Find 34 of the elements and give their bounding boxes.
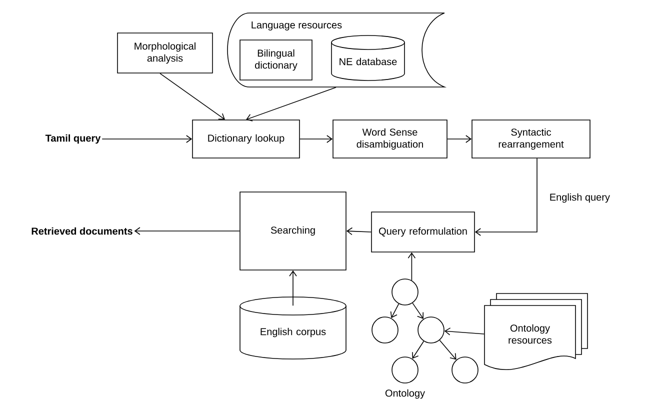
tree-circle <box>392 356 418 384</box>
output-text: Retrieved documents <box>32 227 132 235</box>
tree-circle <box>392 278 418 306</box>
caption-label: Ontology <box>385 389 425 399</box>
arrow <box>346 227 372 236</box>
arrow <box>160 73 225 120</box>
arrow <box>447 135 472 143</box>
input-text: Tamil query <box>45 134 101 144</box>
tree-circle <box>452 356 478 384</box>
arrow <box>134 227 240 235</box>
process-box: Word Sense disambiguation <box>332 120 448 158</box>
database-cylinder: NE database <box>331 35 405 81</box>
tree-circle <box>418 316 444 344</box>
arrow <box>246 87 336 122</box>
arrow <box>102 135 192 143</box>
process-box: Query reformulation <box>371 212 475 252</box>
edge-label: English query <box>550 193 610 203</box>
resource-box: Bilingual dictionary <box>240 40 312 80</box>
database-cylinder: English corpus <box>240 296 346 360</box>
process-box: Searching <box>240 192 346 270</box>
arrow <box>408 252 416 281</box>
arrow <box>390 303 400 318</box>
process-box: Dictionary lookup <box>192 120 300 158</box>
arrow <box>412 302 424 319</box>
arrow <box>412 340 424 359</box>
document-stack: Ontology resources <box>484 293 588 370</box>
arrow <box>289 270 297 306</box>
arrow <box>300 135 333 143</box>
arrow <box>444 328 484 336</box>
arrow <box>439 340 456 360</box>
arrow <box>474 158 538 236</box>
tree-circle <box>372 316 398 344</box>
process-box: Morphological analysis <box>117 32 213 74</box>
process-box: Syntactic rearrangement <box>472 120 590 158</box>
